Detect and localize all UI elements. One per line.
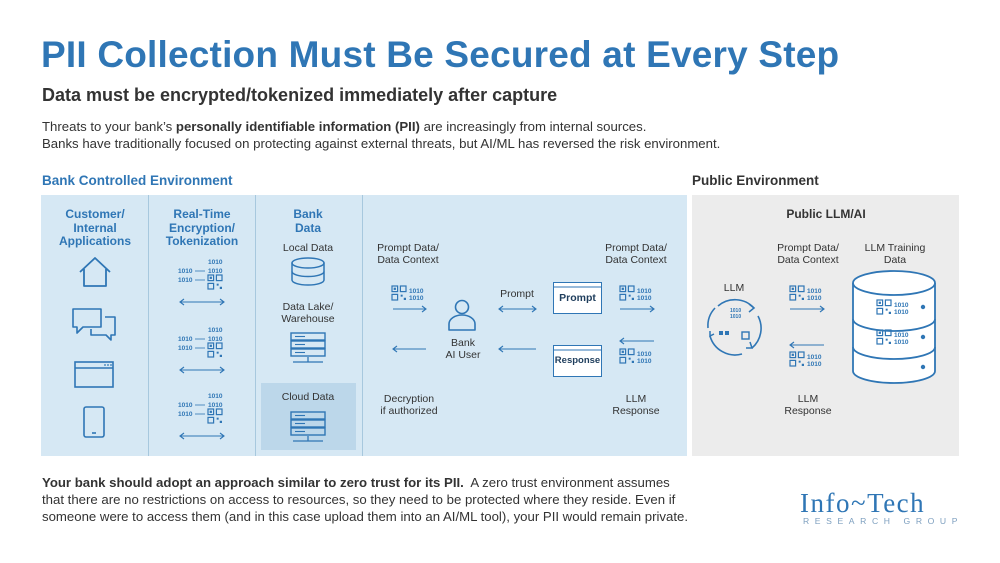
- qr-code-icon: [207, 408, 223, 424]
- svg-text:1010: 1010: [208, 336, 223, 343]
- page-subtitle: Data must be encrypted/tokenized immedia…: [42, 85, 558, 105]
- server-icon: [290, 332, 326, 363]
- local-data-label: Local Data: [282, 242, 334, 254]
- svg-text:1010: 1010: [409, 295, 424, 302]
- public-env-heading: Public Environment: [692, 173, 819, 188]
- encryption-tokenization-icon: 1010 1010 1010 1010: [178, 327, 223, 352]
- database-icon: [852, 270, 936, 384]
- arrow-left: [619, 337, 654, 345]
- svg-text:1010: 1010: [208, 259, 223, 266]
- bidirectional-arrow: [179, 298, 225, 306]
- qr-code-icon: [789, 285, 805, 301]
- infotech-logo-subtitle: RESEARCH GROUP: [803, 516, 964, 526]
- svg-text:1010: 1010: [409, 288, 424, 295]
- column-divider: [255, 195, 256, 456]
- svg-text:1010: 1010: [807, 361, 822, 368]
- intro-line-1: Threats to your bank’s personally identi…: [42, 119, 647, 134]
- user-icon: [448, 299, 476, 331]
- arrow-right: [393, 305, 427, 313]
- qr-code-icon: [789, 351, 805, 367]
- svg-text:1010: 1010: [807, 288, 822, 295]
- prompt-arrow-label: Prompt: [500, 288, 534, 300]
- svg-text:1010: 1010: [178, 402, 193, 409]
- svg-text:1010: 1010: [730, 314, 741, 320]
- llm-label: LLM: [723, 282, 745, 294]
- svg-text:1010: 1010: [807, 354, 822, 361]
- bank-env-heading: Bank Controlled Environment: [42, 173, 233, 188]
- mobile-phone-icon: [83, 406, 105, 438]
- public-prompt-data-label: Prompt Data/Data Context: [777, 242, 839, 266]
- page-title: PII Collection Must Be Secured at Every …: [41, 34, 840, 75]
- arrow-left: [498, 345, 536, 353]
- arrow-left: [789, 341, 824, 349]
- svg-text:1010: 1010: [208, 393, 223, 400]
- svg-text:1010: 1010: [178, 345, 193, 352]
- svg-text:1010: 1010: [894, 302, 909, 309]
- prompt-data-label-left: Prompt Data/Data Context: [377, 242, 439, 266]
- svg-text:1010: 1010: [178, 277, 193, 284]
- arrow-right: [620, 305, 655, 313]
- svg-text:1010: 1010: [637, 295, 652, 302]
- prompt-data-label-right: Prompt Data/Data Context: [605, 242, 667, 266]
- svg-text:1010: 1010: [894, 332, 909, 339]
- qr-code-icon: [207, 342, 223, 358]
- qr-code-icon: [876, 299, 892, 315]
- browser-window-icon: [74, 361, 114, 388]
- arrow-left: [392, 345, 426, 353]
- qr-code-icon: [619, 348, 635, 364]
- bidirectional-arrow: [179, 432, 225, 440]
- cloud-data-label: Cloud Data: [281, 391, 335, 403]
- qr-code-icon: [207, 274, 223, 290]
- svg-text:1010: 1010: [208, 327, 223, 334]
- svg-text:1010: 1010: [807, 295, 822, 302]
- home-icon: [79, 257, 111, 287]
- bidirectional-arrow: [498, 305, 537, 313]
- svg-text:1010: 1010: [894, 309, 909, 316]
- arrow-right: [790, 305, 825, 313]
- svg-text:1010: 1010: [178, 336, 193, 343]
- svg-text:1010: 1010: [178, 268, 193, 275]
- column-divider: [362, 195, 363, 456]
- intro-line-2: Banks have traditionally focused on prot…: [42, 136, 721, 151]
- svg-text:1010: 1010: [637, 288, 652, 295]
- column-divider: [148, 195, 149, 456]
- database-icon: [291, 257, 325, 286]
- svg-text:1010: 1010: [637, 358, 652, 365]
- svg-text:1010: 1010: [208, 268, 223, 275]
- svg-text:1010: 1010: [637, 351, 652, 358]
- svg-text:1010: 1010: [178, 411, 193, 418]
- qr-code-icon: [876, 329, 892, 345]
- infotech-logo: Info~Tech: [800, 488, 926, 518]
- svg-text:1010: 1010: [208, 402, 223, 409]
- encryption-tokenization-icon: 1010 1010 1010 1010: [178, 259, 223, 284]
- svg-text:1010: 1010: [894, 339, 909, 346]
- qr-code-icon: [619, 285, 635, 301]
- public-llm-heading: Public LLM/AI: [786, 207, 866, 221]
- chat-icon: [72, 308, 116, 341]
- server-icon: [290, 411, 326, 442]
- svg-text:1010: 1010: [730, 308, 741, 314]
- data-lake-label: Data Lake/Warehouse: [281, 301, 335, 325]
- encryption-tokenization-icon: 1010 1010 1010 1010: [178, 393, 223, 418]
- qr-code-icon: [391, 285, 407, 301]
- footer-text: Your bank should adopt an approach simil…: [42, 475, 689, 524]
- bidirectional-arrow: [179, 366, 225, 374]
